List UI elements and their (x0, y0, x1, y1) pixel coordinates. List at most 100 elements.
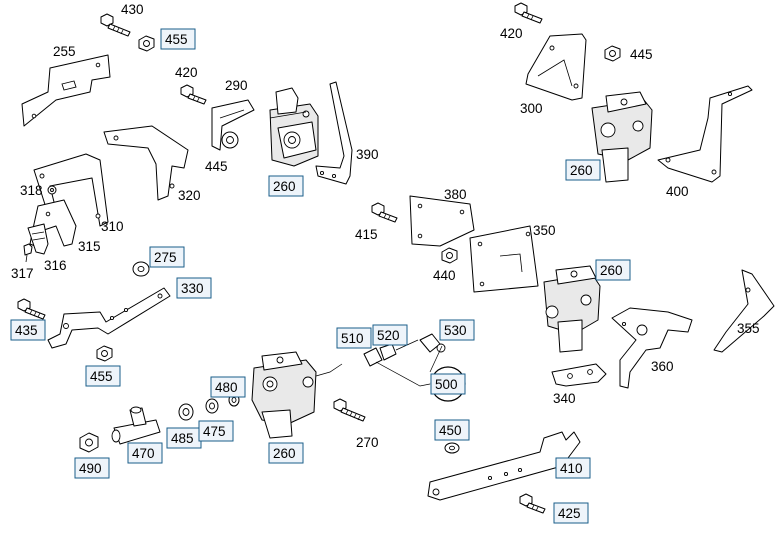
valve-260-right-top (591, 91, 653, 183)
label-440: 440 (433, 268, 456, 283)
label-box-470 (127, 442, 163, 464)
label-445-left: 445 (205, 159, 228, 174)
label-355: 355 (737, 321, 760, 336)
label-425: 425 (558, 506, 581, 521)
bracket-360 (611, 307, 693, 389)
label-475: 475 (203, 424, 226, 439)
plate-380 (409, 195, 475, 247)
label-318: 318 (20, 183, 43, 198)
label-390: 390 (356, 147, 379, 162)
label-480: 480 (215, 380, 238, 395)
label-455-bottom: 455 (90, 369, 113, 384)
label-530: 530 (444, 323, 467, 338)
label-255: 255 (53, 44, 76, 59)
label-485: 485 (171, 431, 194, 446)
bolt-430 (100, 13, 131, 37)
valve-260-center (251, 351, 317, 439)
label-box-260-top (268, 175, 304, 197)
bolt-435 (17, 298, 46, 320)
plate-350 (469, 225, 539, 293)
nut-455-top (138, 35, 155, 52)
label-350: 350 (533, 223, 556, 238)
label-box-500 (430, 373, 466, 395)
label-400: 400 (666, 184, 689, 199)
washer-275 (132, 261, 150, 277)
label-box-510 (336, 327, 372, 349)
label-360: 360 (651, 359, 674, 374)
lever-330 (47, 287, 171, 349)
label-300: 300 (520, 101, 543, 116)
label-box-530 (439, 319, 475, 341)
label-455-top: 455 (165, 32, 188, 47)
valve-260-right-mid (543, 265, 601, 353)
nut-440 (441, 247, 458, 264)
bracket-390 (315, 81, 353, 185)
nut-455-bottom (96, 345, 113, 362)
bolt-420-left (180, 84, 207, 105)
label-420-left: 420 (175, 65, 198, 80)
nut-490 (79, 432, 99, 453)
label-260-right-top: 260 (570, 163, 593, 178)
label-box-330 (176, 277, 212, 299)
label-315: 315 (78, 239, 101, 254)
label-box-260-right-mid (595, 259, 631, 281)
label-500: 500 (435, 377, 458, 392)
label-490: 490 (79, 461, 102, 476)
label-435: 435 (15, 323, 38, 338)
nut-445-right (604, 45, 621, 62)
tee-fitting-470 (111, 406, 161, 445)
label-box-475 (198, 420, 234, 442)
bracket-290 (211, 99, 255, 151)
label-box-275 (149, 246, 185, 268)
screw-317 (23, 243, 33, 263)
fitting-530 (419, 333, 446, 353)
label-415: 415 (355, 227, 378, 242)
label-380: 380 (444, 187, 467, 202)
plate-300 (525, 33, 587, 101)
leader-lines (315, 339, 443, 387)
label-510: 510 (341, 331, 364, 346)
label-310: 310 (101, 219, 124, 234)
bolt-425 (519, 493, 546, 514)
label-260-right-mid: 260 (600, 263, 623, 278)
label-317: 317 (11, 266, 34, 281)
fitting-510 (363, 347, 383, 367)
label-470: 470 (132, 446, 155, 461)
label-box-455-top (160, 28, 196, 50)
washer-475 (205, 398, 219, 414)
label-box-520 (372, 324, 408, 346)
label-290: 290 (225, 78, 248, 93)
label-box-260-center (268, 442, 304, 464)
clip-340 (551, 363, 607, 387)
nut-318 (47, 185, 57, 195)
washer-485 (178, 403, 194, 421)
label-box-435 (10, 319, 46, 341)
label-275: 275 (154, 250, 177, 265)
label-260-top: 260 (273, 179, 296, 194)
bolt-420-right (514, 2, 543, 24)
bracket-355 (713, 269, 775, 353)
label-box-410 (555, 457, 591, 479)
label-450: 450 (439, 423, 462, 438)
label-box-450 (434, 419, 470, 441)
bolt-415 (371, 202, 398, 223)
plate-255 (21, 54, 111, 127)
label-316: 316 (44, 258, 67, 273)
label-340: 340 (553, 391, 576, 406)
label-330: 330 (181, 281, 204, 296)
callout-labels: 430 455 255 420 290 445 260 390 318 320 … (10, 2, 760, 524)
label-320: 320 (178, 188, 201, 203)
label-box-425 (553, 502, 589, 524)
label-445-right: 445 (630, 47, 653, 62)
label-box-480 (210, 376, 246, 398)
label-430: 430 (121, 2, 144, 17)
label-420-right: 420 (500, 26, 523, 41)
valve-260-top (269, 87, 319, 167)
label-410: 410 (560, 461, 583, 476)
bolt-270 (333, 398, 366, 422)
label-270: 270 (356, 435, 379, 450)
bracket-400 (657, 85, 753, 183)
label-box-455-bottom (85, 365, 121, 387)
washer-445-left (221, 131, 239, 149)
